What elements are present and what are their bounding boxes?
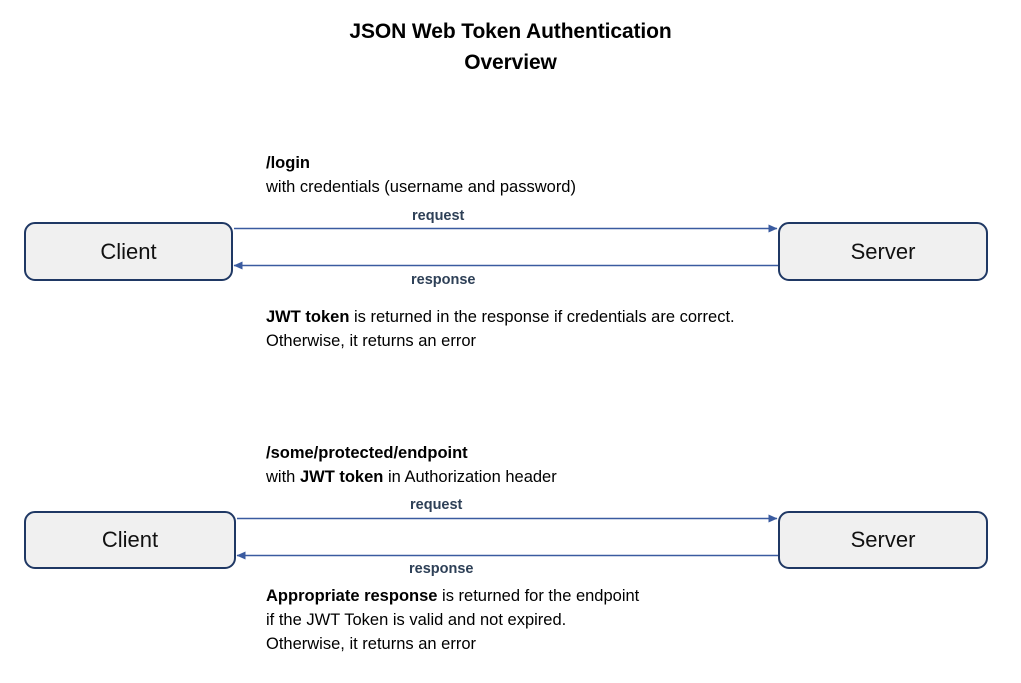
server-node-label: Server: [850, 527, 916, 552]
client-node-section-1[interactable]: Client: [24, 222, 233, 281]
page-title: JSON Web Token Authentication Overview: [0, 16, 1021, 78]
login-credentials-label: with credentials (username and password): [266, 178, 576, 196]
client-node-section-2[interactable]: Client: [24, 511, 236, 569]
request-label-section-2: request: [410, 497, 463, 513]
protected-endpoint-header-label: with JWT token in Authorization header: [266, 468, 557, 486]
server-node-label: Server: [850, 238, 916, 264]
jwt-response-line-1: JWT token is returned in the response if…: [266, 308, 735, 326]
jwt-response-annotation: JWT token is returned in the response if…: [266, 305, 735, 353]
protected-endpoint-path-label: /some/protected/endpoint: [266, 444, 468, 462]
server-node-section-1[interactable]: Server: [778, 222, 988, 281]
client-node-label: Client: [101, 527, 159, 552]
appropriate-response-annotation: Appropriate response is returned for the…: [266, 584, 639, 656]
page-title-line-1: JSON Web Token Authentication: [349, 20, 672, 43]
protected-endpoint-annotation: /some/protected/endpoint with JWT token …: [266, 441, 557, 489]
server-node-section-2[interactable]: Server: [778, 511, 988, 569]
appropriate-response-line-3: Otherwise, it returns an error: [266, 635, 476, 653]
login-annotation: /login with credentials (username and pa…: [266, 151, 576, 199]
login-endpoint-label: /login: [266, 154, 310, 172]
request-label-section-1: request: [412, 208, 465, 224]
response-label-section-1: response: [411, 272, 476, 288]
page-title-line-2: Overview: [464, 51, 557, 74]
appropriate-response-line-2: if the JWT Token is valid and not expire…: [266, 611, 567, 629]
appropriate-response-line-1: Appropriate response is returned for the…: [266, 587, 640, 605]
client-node-label: Client: [100, 238, 157, 264]
response-label-section-2: response: [409, 561, 474, 577]
jwt-response-line-2: Otherwise, it returns an error: [266, 332, 476, 350]
